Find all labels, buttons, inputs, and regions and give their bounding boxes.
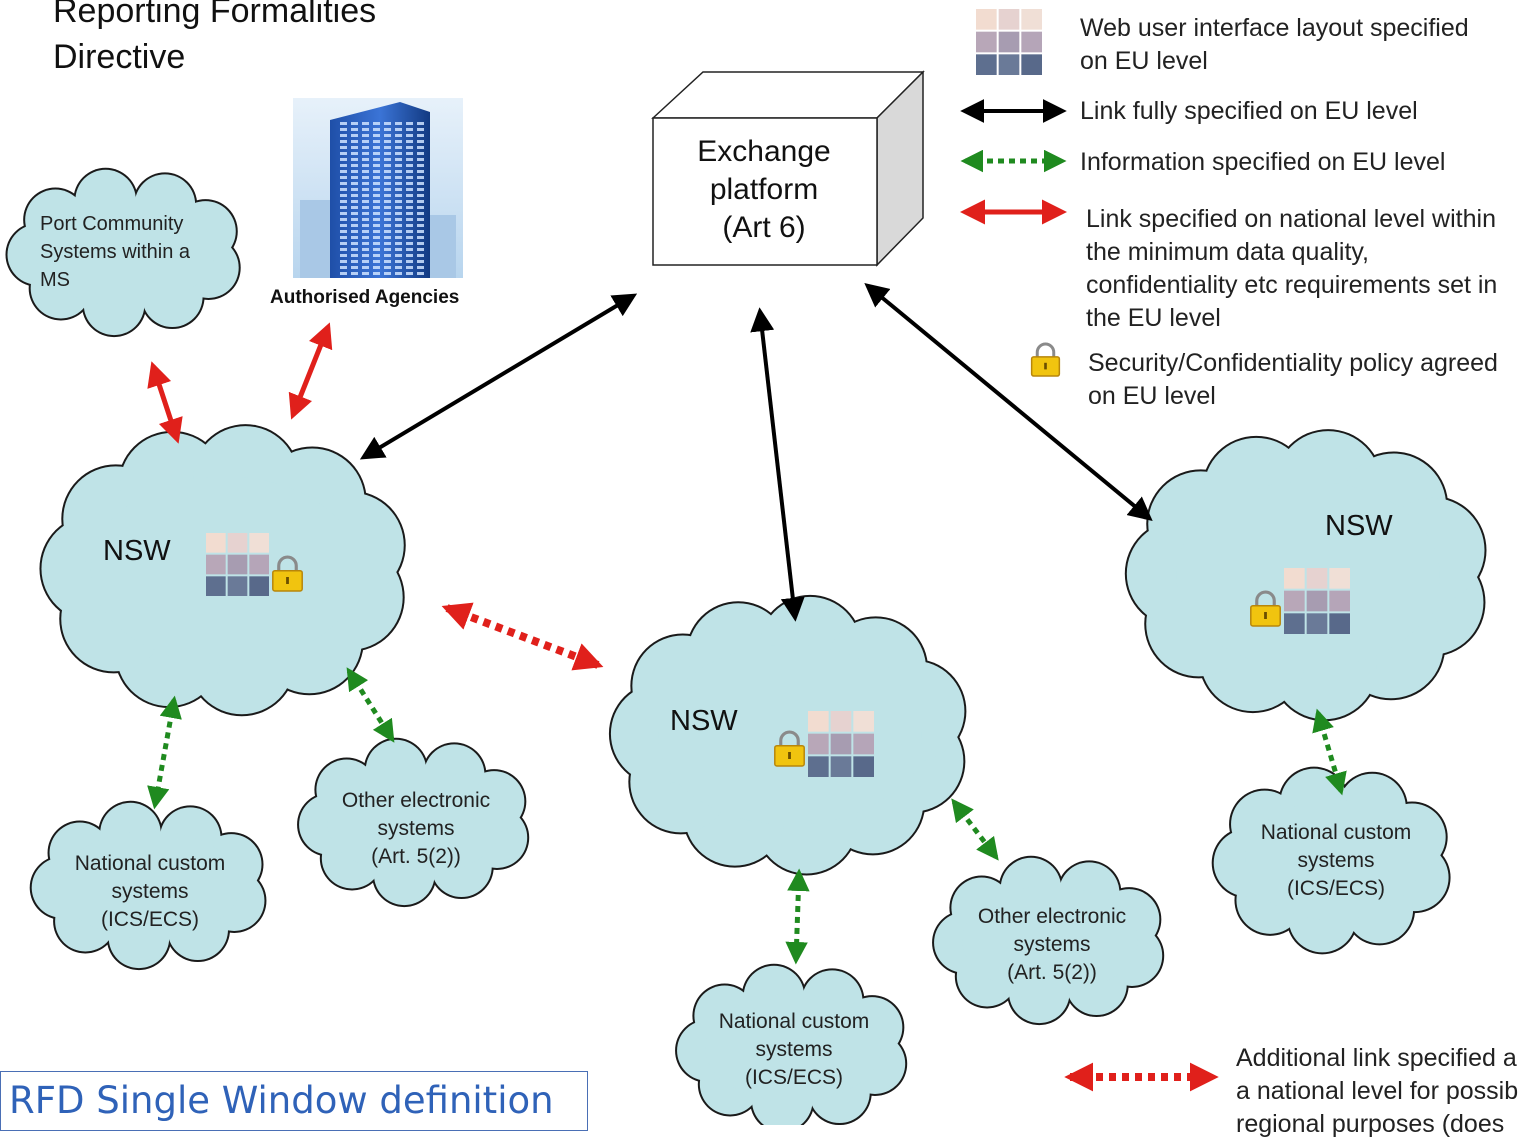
national-custom-cloud-center: [675, 963, 908, 1134]
other-electronic-right-line-3: (Art. 5(2)): [1007, 961, 1097, 984]
title-line-1: Reporting Formalities: [53, 0, 377, 30]
grid-layout-icon-nsw-left: [206, 533, 269, 596]
legend-link-full-text: Link fully specified on EU level: [1080, 97, 1418, 125]
legend-web-ui-line-1: Web user interface layout specified: [1080, 14, 1469, 42]
link-nsw-left-exchange: [359, 293, 638, 460]
other-electronic-right-line-2: systems: [1013, 933, 1091, 956]
legend-link-national-line-1: Link specified on national level within: [1086, 205, 1496, 233]
nsw-label-right: NSW: [1325, 510, 1393, 542]
info-nsw-center-other: [951, 798, 999, 861]
other-electronic-cloud-right: [932, 855, 1165, 1026]
exchange-platform-line-3: (Art 6): [722, 211, 806, 244]
authorised-agencies-label: Authorised Agencies: [270, 287, 460, 308]
national-custom-cloud-right: [1211, 766, 1451, 955]
legend-additional-text: Additional link specified a a national l…: [1236, 1042, 1537, 1141]
legend-web-ui-line-2: on EU level: [1080, 47, 1208, 75]
exchange-platform-label: Exchange platform (Art 6): [655, 133, 873, 247]
other-electronic-left-line-3: (Art. 5(2)): [371, 845, 461, 868]
page-title: Reporting Formalities Directive: [53, 0, 376, 80]
nsw-cloud-right: [1124, 429, 1487, 722]
national-custom-label-left: National custom systems (ICS/ECS): [52, 850, 248, 934]
other-electronic-left-line-2: systems: [377, 817, 455, 840]
legend-link-national-line-3: confidentiality etc requirements set in: [1086, 271, 1498, 299]
padlock-icon-legend: [1030, 342, 1061, 377]
nsw-cloud-center: [608, 594, 967, 876]
national-custom-left-line-1: National custom: [74, 852, 226, 875]
link-agencies-nsw: [288, 322, 333, 420]
legend-additional-line-1: Additional link specified a: [1236, 1044, 1517, 1072]
legend-additional-line-2: a national level for possib: [1236, 1077, 1519, 1105]
national-custom-right-line-1: National custom: [1260, 821, 1412, 844]
info-nsw-right-custom: [1312, 708, 1347, 796]
grid-layout-icon-nsw-center: [808, 711, 874, 777]
national-custom-label-right: National custom systems (ICS/ECS): [1238, 819, 1434, 903]
rfd-definition-label: RFD Single Window definition: [0, 1071, 588, 1131]
legend-security-line-1: Security/Confidentiality policy agreed: [1088, 349, 1498, 377]
legend-link-national-line-4: the EU level: [1086, 304, 1221, 332]
link-port-community-nsw: [147, 361, 183, 444]
legend-security-text: Security/Confidentiality policy agreed o…: [1088, 347, 1498, 413]
grid-layout-icon-nsw-right: [1284, 568, 1350, 634]
grid-layout-icon-legend: [976, 9, 1042, 75]
legend-link-national-text: Link specified on national level within …: [1086, 203, 1497, 335]
nsw-label-left: NSW: [103, 535, 171, 567]
padlock-icon-nsw-center: [774, 730, 805, 767]
other-electronic-cloud-left: [297, 737, 530, 908]
port-community-cloud: [5, 167, 241, 338]
info-nsw-left-custom: [147, 695, 182, 810]
other-electronic-label-right: Other electronic systems (Art. 5(2)): [954, 903, 1150, 987]
national-custom-right-line-2: systems: [1297, 849, 1375, 872]
national-custom-cloud-left: [29, 800, 267, 971]
padlock-icon-nsw-right: [1250, 590, 1281, 627]
info-nsw-center-custom: [785, 868, 810, 965]
port-community-line-3: MS: [40, 269, 70, 291]
national-custom-left-line-3: (ICS/ECS): [100, 908, 199, 931]
link-nsw-center-exchange: [750, 307, 805, 622]
other-electronic-left-line-1: Other electronic: [341, 789, 491, 812]
legend-info-text: Information specified on EU level: [1080, 148, 1446, 176]
national-custom-center-line-3: (ICS/ECS): [744, 1066, 843, 1089]
link-nsw-left-nsw-center: [441, 602, 604, 671]
legend-security-line-2: on EU level: [1088, 382, 1216, 410]
title-line-2: Directive: [53, 38, 186, 76]
legend-link-national-line-2: the minimum data quality,: [1086, 238, 1369, 266]
exchange-platform-line-2: platform: [709, 173, 819, 206]
building-icon: [293, 98, 463, 278]
port-community-label: Port Community Systems within a MS: [40, 210, 190, 294]
exchange-platform-line-1: Exchange: [697, 135, 831, 168]
link-nsw-right-exchange: [864, 282, 1153, 522]
other-electronic-right-line-1: Other electronic: [977, 905, 1127, 928]
exchange-platform-box: [651, 70, 925, 267]
national-custom-right-line-3: (ICS/ECS): [1286, 877, 1385, 900]
other-electronic-label-left: Other electronic systems (Art. 5(2)): [318, 787, 514, 871]
port-community-line-2: Systems within a: [40, 241, 191, 263]
info-nsw-left-other: [346, 667, 395, 743]
nsw-label-center: NSW: [670, 705, 738, 737]
national-custom-center-line-1: National custom: [718, 1010, 870, 1033]
legend-web-ui-text: Web user interface layout specified on E…: [1080, 12, 1469, 78]
padlock-icon-nsw-left: [272, 555, 303, 592]
national-custom-center-line-2: systems: [755, 1038, 833, 1061]
national-custom-label-center: National custom systems (ICS/ECS): [696, 1008, 892, 1092]
national-custom-left-line-2: systems: [111, 880, 189, 903]
port-community-line-1: Port Community: [40, 213, 184, 235]
